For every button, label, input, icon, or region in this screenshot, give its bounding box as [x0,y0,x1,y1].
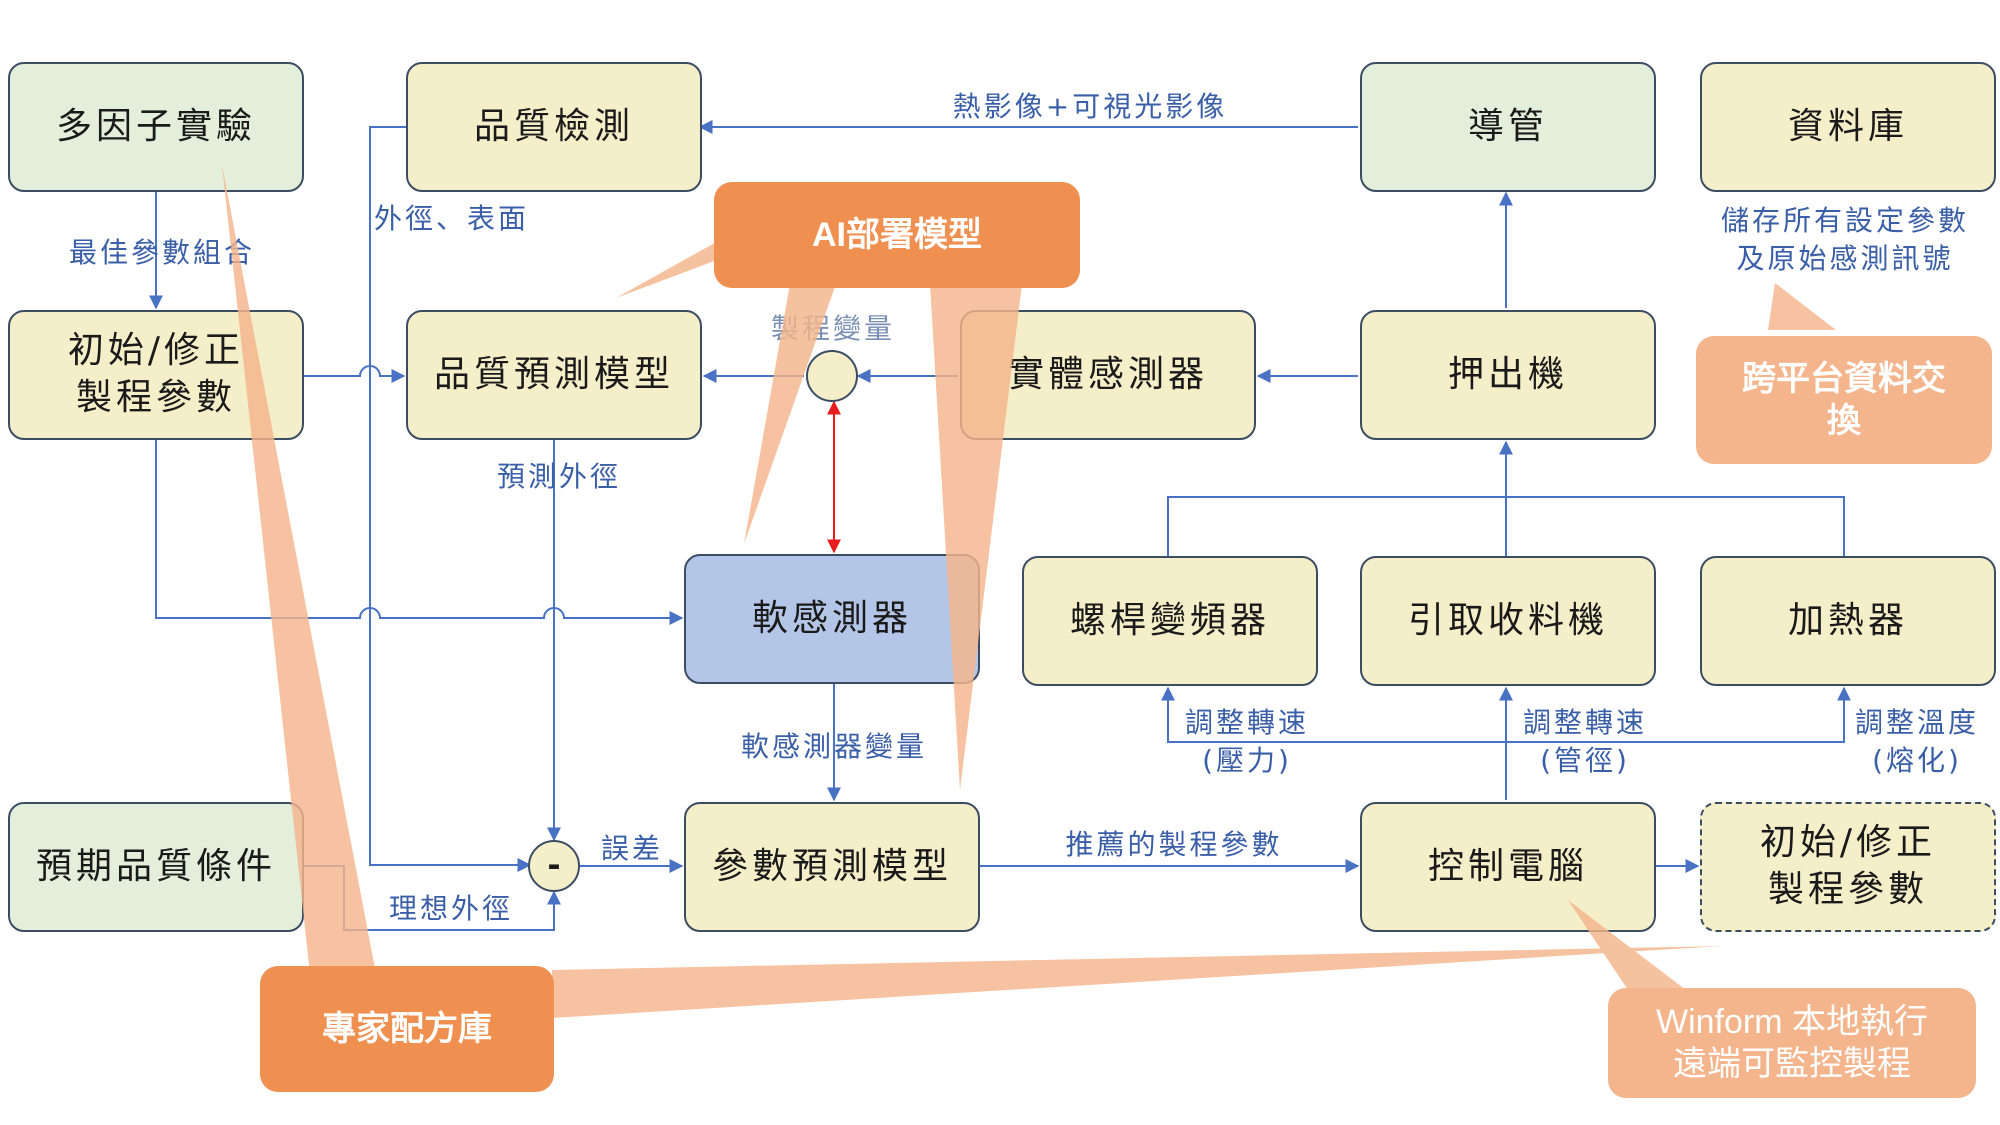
label-thermal: 熱影像+可視光影像 [952,90,1228,123]
quality-inspection-box: 品質檢測 [406,62,702,192]
soft-sensor-box: 軟感測器 [684,554,980,684]
conduit-box: 導管 [1360,62,1656,192]
label-adjust-temp: 調整溫度 (熔化) [1854,706,1979,777]
heater-box: 加熱器 [1700,556,1996,686]
expert-tail-right [552,946,1722,1018]
cross-platform-tail [1768,283,1836,330]
label-error: 誤差 [600,832,663,865]
output-params-box: 初始/修正 製程參數 [1700,802,1996,932]
label-diameter-surface: 外徑、表面 [374,202,530,235]
summing-node [806,350,858,402]
label-ideal-diameter: 理想外徑 [388,892,513,925]
minus-sign: - [547,846,561,884]
label-best-params: 最佳參數組合 [68,236,255,269]
wire-params-to-qmodel [302,365,406,383]
label-adjust-diameter: 調整轉速 (管徑) [1522,706,1647,777]
callout-cross-platform: 跨平台資料交 換 [1696,336,1992,464]
callout-winform: Winform 本地執行 遠端可監控製程 [1608,988,1976,1098]
ai-tail-center [744,284,836,544]
param-model-box: 參數預測模型 [684,802,980,932]
database-box: 資料庫 [1700,62,1996,192]
callout-ai-deploy: AI部署模型 [714,182,1080,288]
label-soft-vars: 軟感測器變量 [740,730,927,763]
label-adjust-pressure: 調整轉速 (壓力) [1184,706,1309,777]
wire-inspection-to-minus [369,126,532,872]
callout-expert-recipe: 專家配方庫 [260,966,554,1092]
label-store-params: 儲存所有設定參數 及原始感測訊號 [1720,204,1969,275]
winform-tail [1568,900,1686,990]
expert-tail-up [222,165,376,974]
multi-factor-box: 多因子實驗 [8,62,304,192]
control-pc-box: 控制電腦 [1360,802,1656,932]
haul-off-box: 引取收料機 [1360,556,1656,686]
screw-vfd-box: 螺桿變頻器 [1022,556,1318,686]
label-recommended: 推薦的製程參數 [1065,828,1283,861]
expected-quality-box: 預期品質條件 [8,802,304,932]
extruder-box: 押出機 [1360,310,1656,440]
wire-params-to-soft [155,438,684,625]
wire-control-to-vfd [1161,686,1507,800]
ai-tail-right [930,284,1022,790]
quality-model-box: 品質預測模型 [406,310,702,440]
minus-node [528,840,580,892]
wire-control-to-heater [1506,686,1851,743]
label-predicted-diameter: 預測外徑 [496,460,621,493]
